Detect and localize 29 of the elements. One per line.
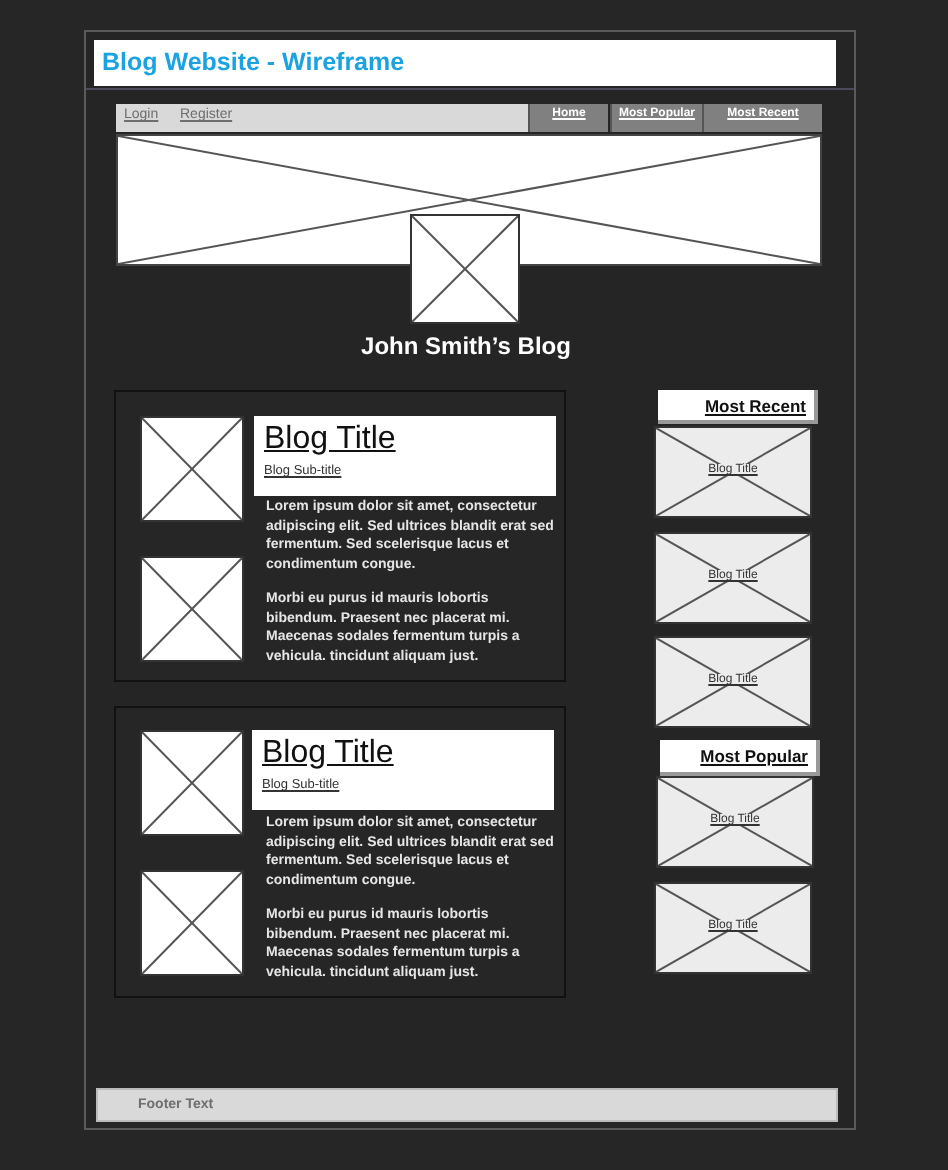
- image-placeholder: [140, 416, 244, 522]
- banner-image-placeholder: [116, 134, 822, 266]
- blog-card: [654, 532, 812, 624]
- sidebar-heading-text: Most Popular: [700, 746, 808, 766]
- blog-card: [654, 636, 812, 728]
- blog-card: [654, 426, 812, 518]
- nav-tab: [610, 104, 702, 132]
- post-title-box: [254, 416, 556, 496]
- nav-tab: [528, 104, 608, 132]
- page-frame: [84, 30, 856, 1130]
- sidebar-heading: [660, 740, 820, 776]
- account-bar: [116, 104, 528, 132]
- post-title: Blog Title: [264, 422, 396, 458]
- image-placeholder: [410, 214, 520, 324]
- nav-tab: [702, 104, 822, 132]
- blog-card: [656, 776, 814, 868]
- blog-post-panel: [114, 390, 566, 682]
- blog-post-panel: [114, 706, 566, 998]
- sidebar-heading: [658, 390, 818, 424]
- blog-name: John Smith’s Blog: [359, 332, 573, 360]
- footer-bar: [96, 1088, 838, 1122]
- page-title: Blog Website - Wireframe: [102, 48, 405, 76]
- image-placeholder: [140, 870, 244, 976]
- image-placeholder: [140, 556, 244, 662]
- post-title-box: [252, 730, 554, 810]
- blog-card: [654, 882, 812, 974]
- image-placeholder: [140, 730, 244, 836]
- sidebar-heading-text: Most Recent: [704, 396, 806, 416]
- post-title: Blog Title: [262, 736, 394, 772]
